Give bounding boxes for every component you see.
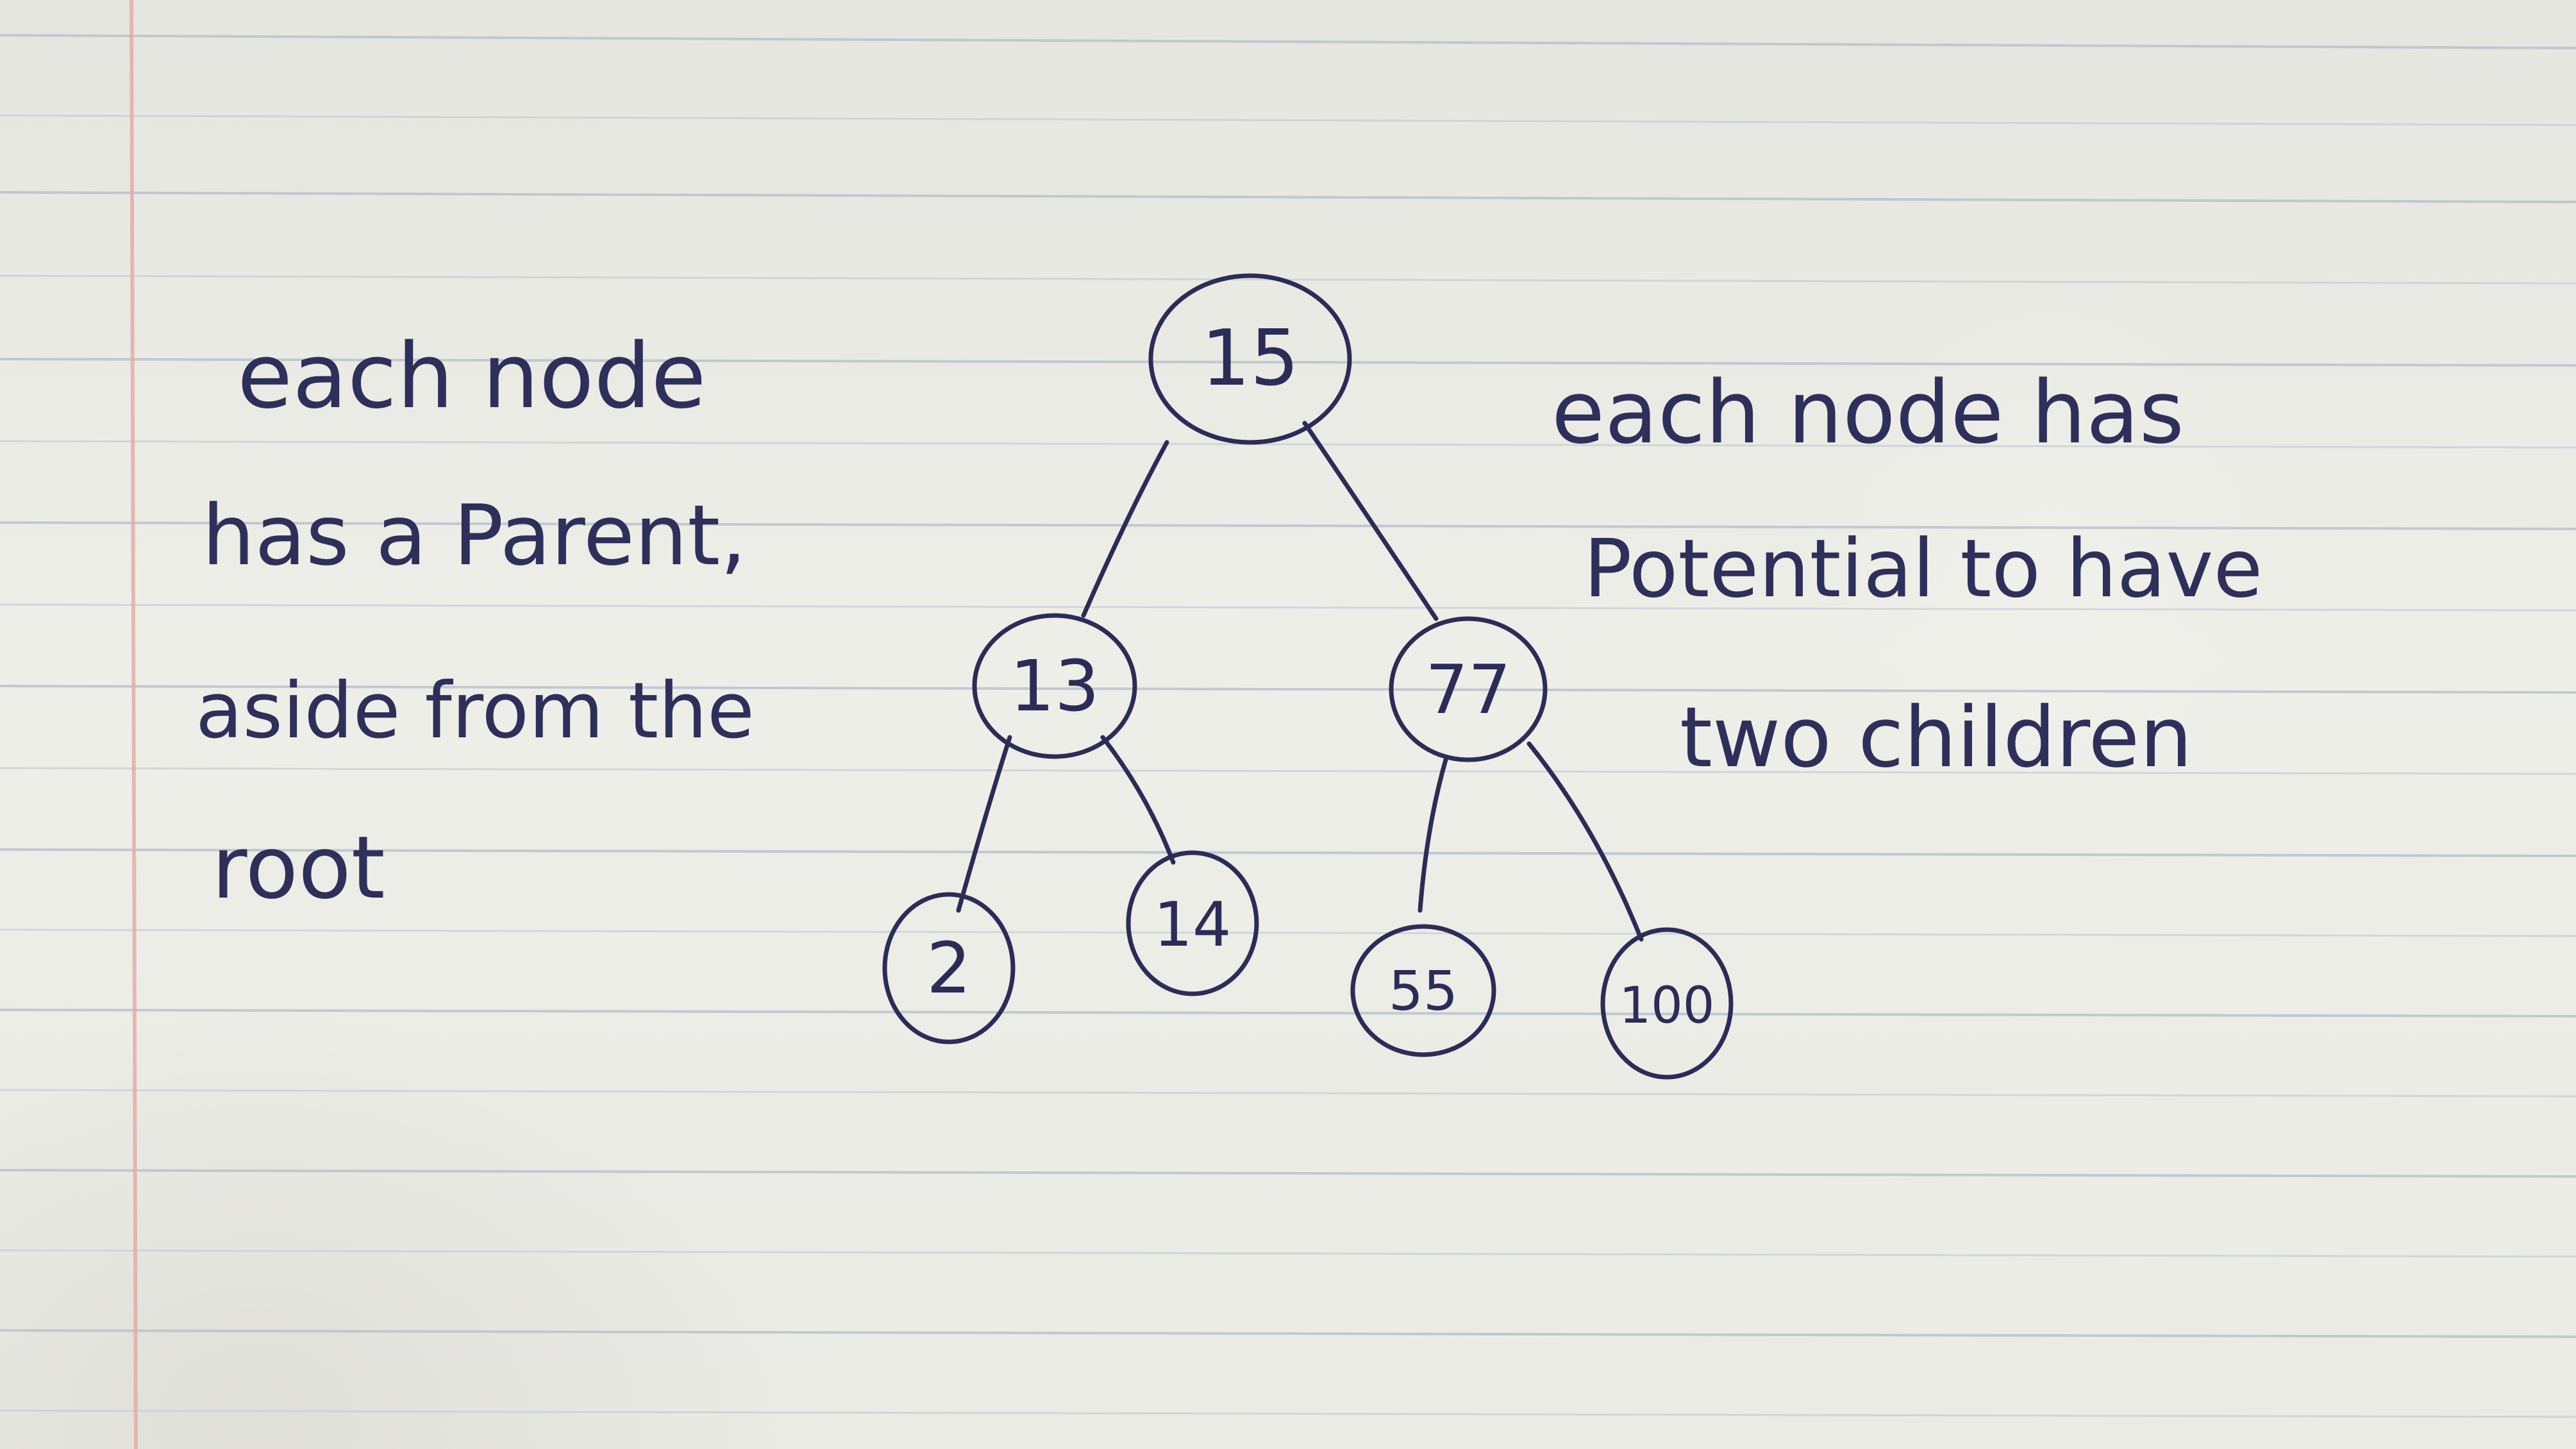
edge-15-77 [1302,421,1439,621]
node-circle [972,613,1137,759]
ruled-lines [0,34,2576,1338]
node-label: 13 [1010,645,1100,727]
tree-edges [956,421,1644,942]
node-label: 15 [1201,314,1300,403]
node-100: 100 [1600,927,1734,1080]
node-label: 2 [926,927,971,1009]
right-note-line-1: each node has [1551,362,2184,463]
node-77: 77 [1389,616,1548,762]
node-13: 13 [972,613,1137,759]
left-note-line-1: each node [237,324,707,429]
node-label: 55 [1389,960,1458,1023]
node-15: 15 [1148,273,1352,445]
node-circle [1126,850,1259,996]
edge-13-2 [956,735,1012,913]
ruled-lines-faint [0,114,2576,1418]
left-note-line-4: root [212,817,385,918]
node-circle [1350,924,1496,1057]
node-55: 55 [1350,924,1496,1057]
node-circle [1389,616,1548,762]
node-circle [882,892,1016,1044]
node-label: 100 [1619,977,1715,1035]
node-label: 77 [1425,651,1511,729]
margin-line [130,0,138,1449]
right-note: each node has Potential to have two chil… [1551,362,2262,786]
tree-nodes: 15 13 77 2 14 55 [882,273,1734,1080]
node-circle [1148,273,1352,445]
left-note-line-3: aside from the [196,667,755,756]
left-note: each node has a Parent, aside from the r… [196,324,755,918]
edge-77-55 [1418,757,1448,913]
node-2: 2 [882,892,1016,1044]
left-note-line-2: has a Parent, [202,487,747,584]
right-note-line-2: Potential to have [1584,523,2262,616]
node-14: 14 [1126,850,1259,996]
edge-77-100 [1526,741,1644,942]
node-label: 14 [1154,890,1232,960]
right-note-line-3: two children [1680,689,2193,786]
edge-13-14 [1100,735,1176,865]
edge-15-13 [1081,440,1169,618]
node-circle [1600,927,1734,1080]
